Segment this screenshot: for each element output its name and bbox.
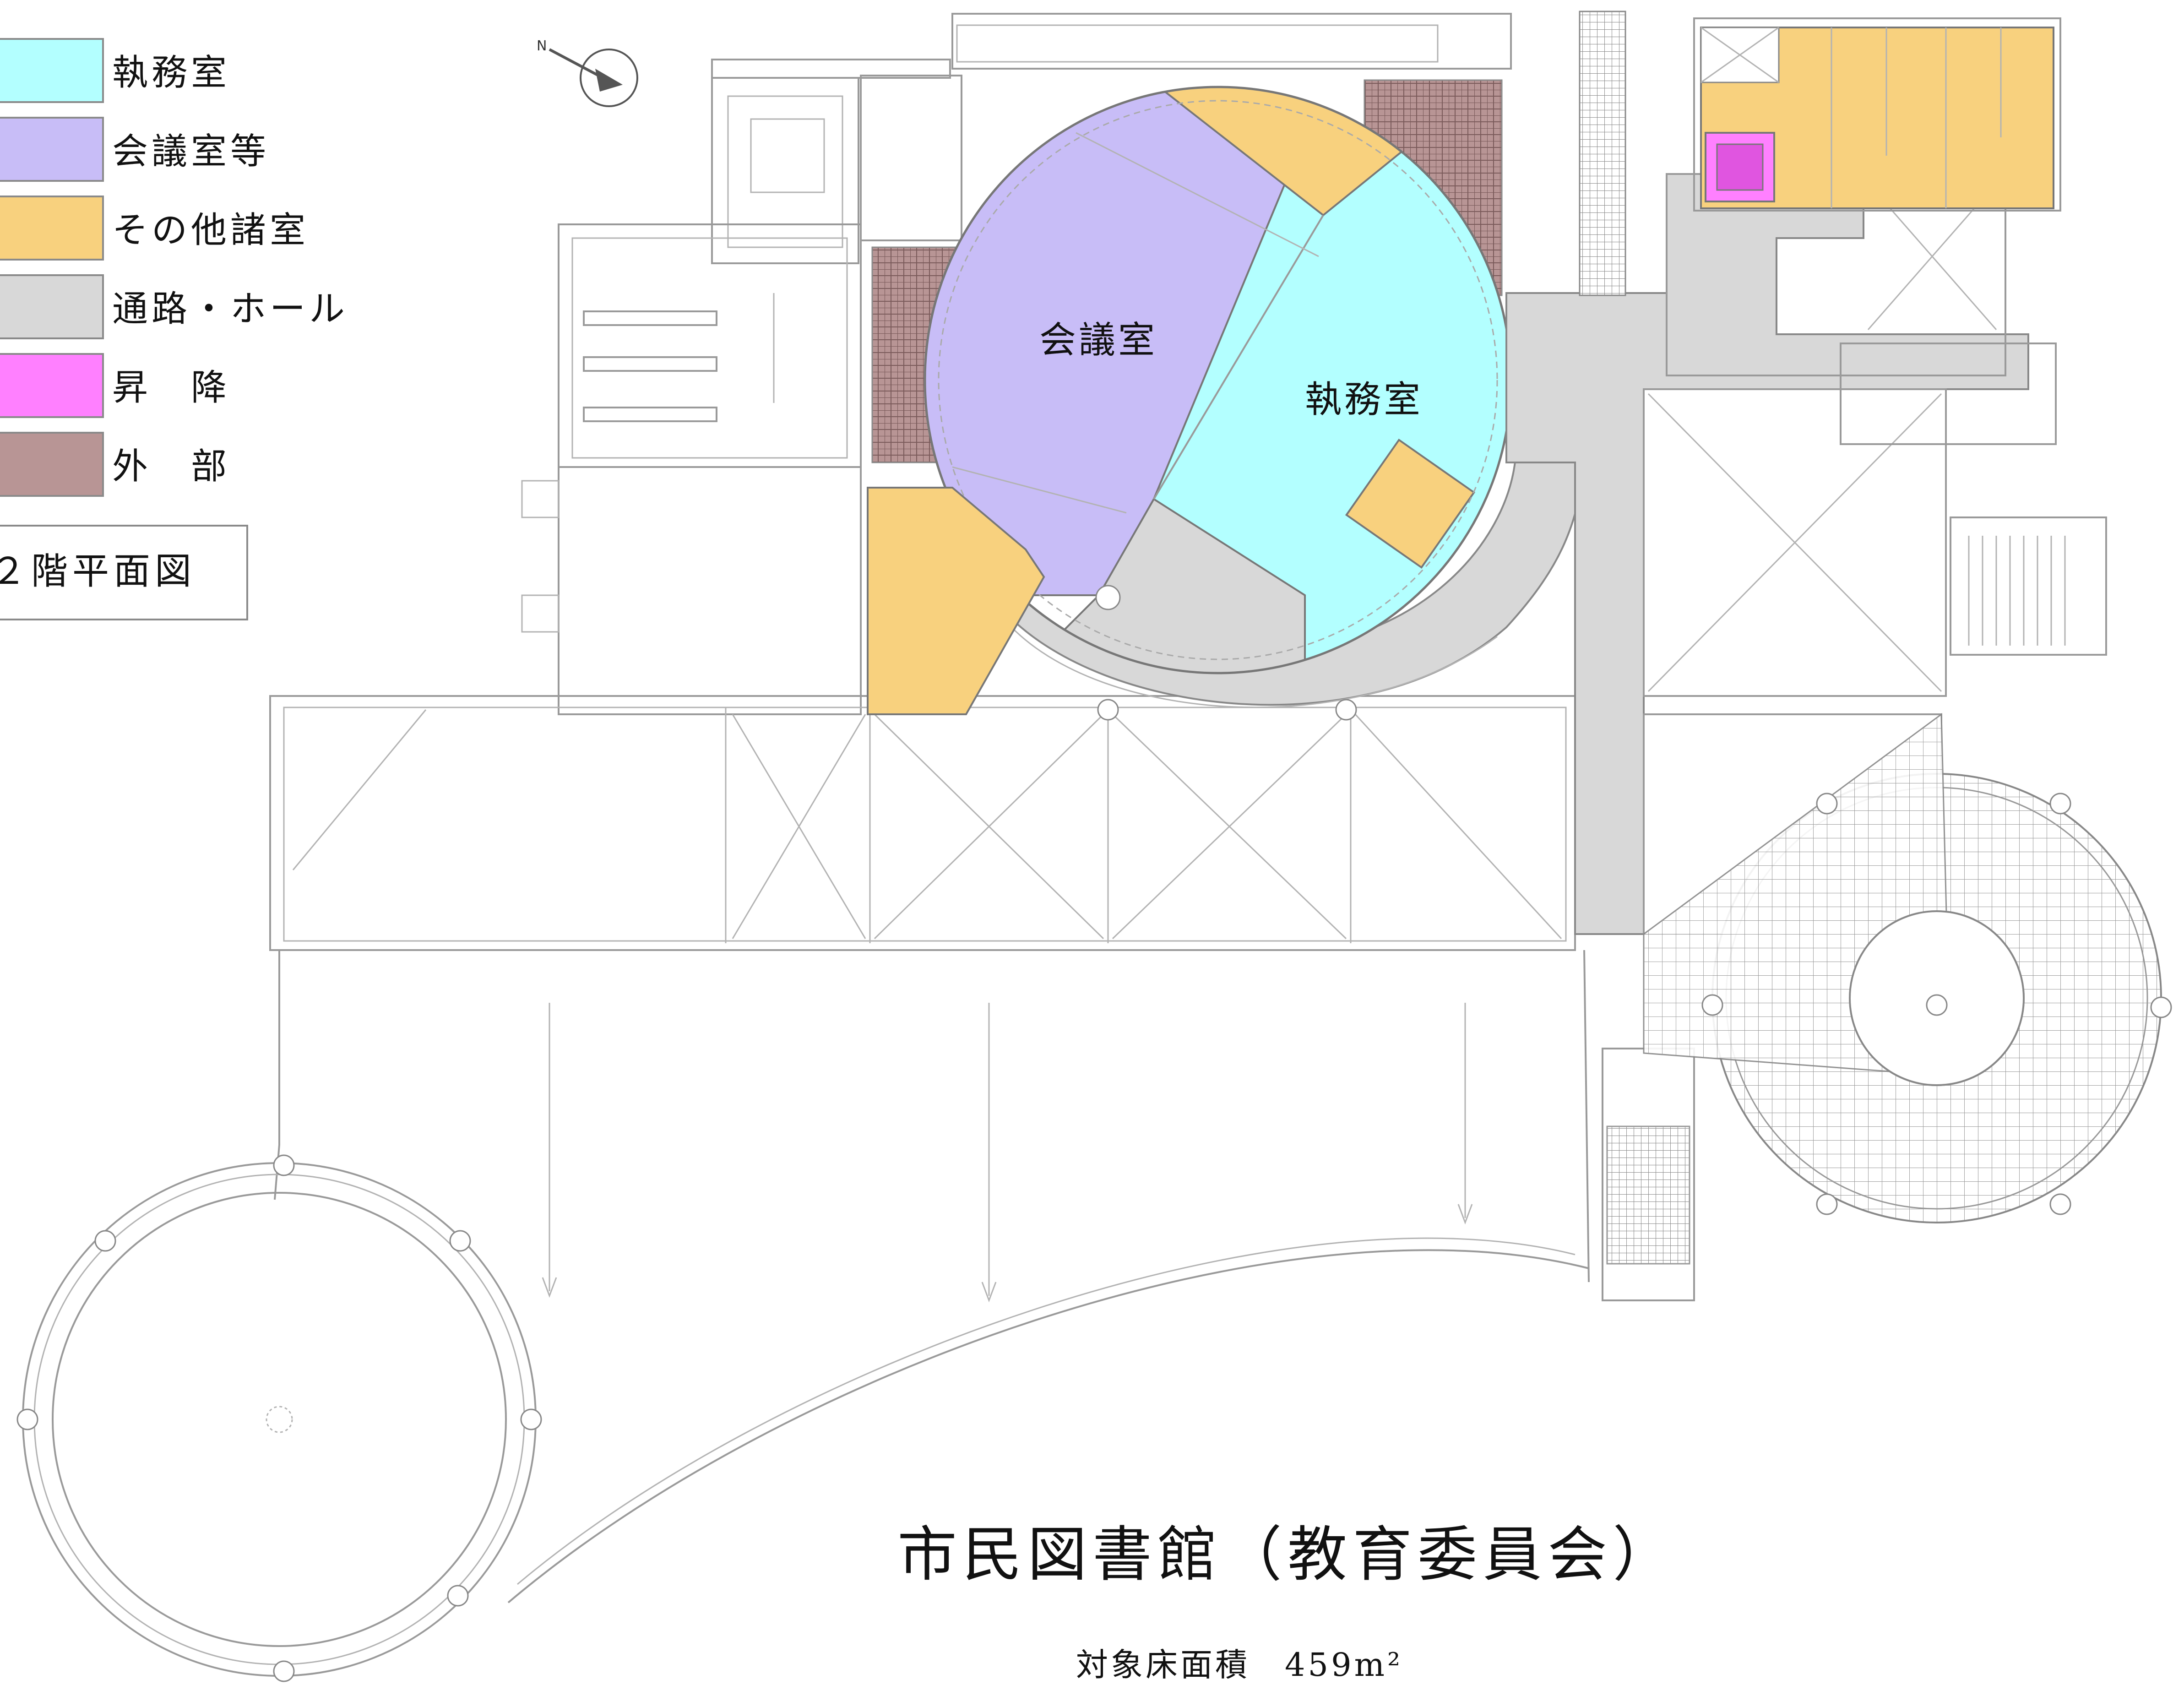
legend-item-other-rooms: その他諸室 — [0, 196, 309, 261]
legend-swatch-conference — [0, 117, 104, 182]
compass-north-label: N — [537, 38, 547, 54]
bottom-left-ring — [16, 1154, 542, 1682]
legend-label-office: 執務室 — [112, 52, 230, 93]
compass-icon: N — [537, 38, 638, 107]
legend-item-corridor: 通路・ホール — [0, 274, 348, 339]
north-stair-grid — [1579, 11, 1626, 296]
floor-area-text: 対象床面積 459m² — [1076, 1646, 1403, 1684]
legend: 執務室 会議室等 その他諸室 通路・ホール 昇 降 外 部 ２階平面図 — [0, 38, 348, 620]
pantry-room — [1345, 438, 1476, 569]
legend-item-office: 執務室 — [0, 38, 230, 103]
office-room — [1152, 87, 1511, 673]
legend-item-elevator: 昇 降 — [0, 353, 230, 418]
storage-room-southwest — [867, 487, 1045, 715]
legend-label-corridor: 通路・ホール — [112, 288, 348, 330]
legend-item-conference: 会議室等 — [0, 117, 270, 182]
east-round-terrace — [1643, 713, 2172, 1223]
office-room-label: 執務室 — [1305, 378, 1423, 421]
legend-item-exterior: 外 部 — [0, 432, 230, 497]
left-service-block — [521, 13, 1512, 715]
legend-label-other-rooms: その他諸室 — [112, 210, 309, 251]
legend-swatch-other-rooms — [0, 196, 104, 261]
legend-label-conference: 会議室等 — [112, 131, 270, 172]
conference-room-label: 会議室 — [1039, 319, 1157, 361]
central-rotunda: 会議室 執務室 — [867, 79, 1586, 721]
floor-label-box — [0, 525, 248, 620]
lower-canopy — [274, 950, 1938, 1603]
legend-label-elevator: 昇 降 — [112, 367, 230, 408]
lower-left-block — [269, 695, 1576, 951]
footer: 市民図書館（教育委員会） 対象床面積 459m² — [897, 1520, 1678, 1684]
floor-label: ２階平面図 — [0, 550, 196, 592]
building-title: 市民図書館（教育委員会） — [897, 1520, 1678, 1589]
east-corridor — [1505, 11, 2107, 1301]
legend-label-exterior: 外 部 — [112, 446, 230, 487]
legend-swatch-elevator — [0, 353, 104, 418]
legend-swatch-office — [0, 38, 104, 103]
legend-swatch-corridor — [0, 274, 104, 339]
northeast-service-block — [1693, 17, 2061, 212]
legend-swatch-exterior — [0, 432, 104, 497]
